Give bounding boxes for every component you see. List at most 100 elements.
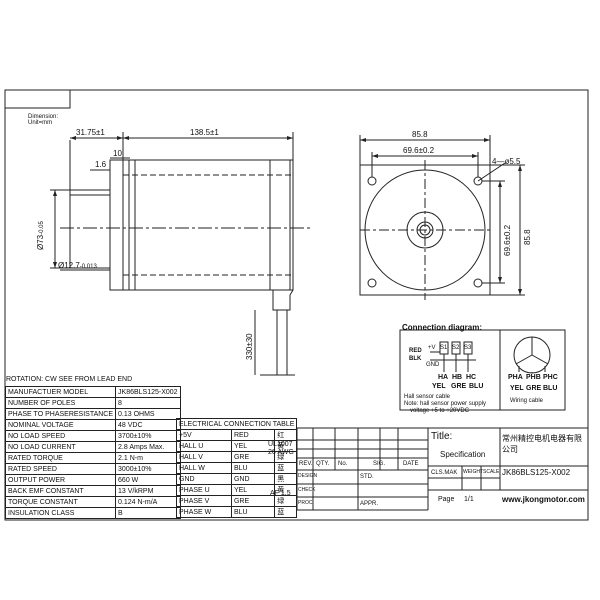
spec-value: 3700±10%: [115, 430, 181, 442]
spec-value: 0.13 OHMS: [115, 408, 181, 420]
title-label: Title:: [431, 431, 453, 442]
spec-value: 13 V/kRPM: [115, 485, 181, 497]
scale-label: SCALE: [483, 469, 500, 475]
std-label: STD.: [360, 474, 374, 480]
spec-value: 2.1 N-m: [115, 452, 181, 464]
phc-label: PHC: [543, 374, 558, 381]
dim-shaft-diameter: Ø73-0.05: [36, 221, 45, 250]
signal-name: PHASE V: [176, 495, 232, 507]
spec-name: NUMBER OF POLES: [4, 397, 117, 409]
spec-name: TORQUE CONSTANT: [4, 496, 117, 508]
spec-value: 2.8 Amps Max.: [115, 441, 181, 453]
dim-mount-holes: 4—ø5.5: [492, 157, 521, 166]
sig-header: SIG.: [373, 461, 386, 467]
spec-value: 660 W: [115, 474, 181, 486]
wire-color-cn: 蓝: [274, 462, 298, 474]
ul-spec-1: UL1007: [268, 441, 293, 448]
signal-name: +5V: [176, 429, 232, 441]
spec-name: BACK EMF CONSTANT: [4, 485, 117, 497]
proc-label: PROC.: [298, 500, 314, 506]
spec-name: RATED TORQUE: [4, 452, 117, 464]
dimension-label: Dimension:: [28, 114, 59, 120]
rotation-note: ROTATION: CW SEE FROM LEAD END: [6, 376, 133, 383]
spec-name: NO LOAD SPEED: [4, 430, 117, 442]
wire-color: BLU: [230, 506, 276, 518]
wire-color: BLU: [230, 462, 276, 474]
spec-name: OUTPUT POWER: [4, 474, 117, 486]
spec-name: RATED SPEED: [4, 463, 117, 475]
spec-value: JK86BLS125-X002: [115, 386, 181, 398]
wire-color-cn: 蓝: [274, 506, 298, 518]
company-name: 常州精控电机电器有限公司: [502, 434, 582, 454]
spec-label: Specification: [440, 450, 486, 459]
wire-color: GRE: [230, 495, 276, 507]
signal-name: PHASE U: [176, 484, 232, 496]
dim-hole-spacing: 69.6±0.2: [403, 146, 435, 155]
pha-label: PHA: [508, 374, 523, 381]
ul-spec-2: 26 AWG: [268, 449, 294, 456]
wire-color: RED: [230, 429, 276, 441]
signal-name: PHASE W: [176, 506, 232, 518]
spec-name: NO LOAD CURRENT: [4, 441, 117, 453]
sensor-s1: S1: [440, 345, 448, 351]
no-header: No.: [338, 461, 348, 467]
wire-color-cn: 红: [274, 429, 298, 441]
signal-name: HALL W: [176, 462, 232, 474]
hb-label: HB: [452, 374, 463, 381]
yel-label: YEL: [432, 383, 446, 390]
blu-label: BLU: [469, 383, 484, 390]
spec-value: 48 VDC: [115, 419, 181, 431]
rev-header: REV.: [299, 461, 313, 467]
dim-key: Ø12.7-0.013: [58, 261, 97, 271]
wire-color-cn: 绿: [274, 495, 298, 507]
wiring-cable-label: Wiring cable: [510, 398, 544, 404]
gnd-label: GND: [426, 362, 440, 368]
hall-note-1: Note: hall sensor power supply: [404, 401, 487, 407]
spec-value: 8: [115, 397, 181, 409]
signal-name: GND: [176, 473, 232, 485]
dim-vertical-spacing: 69.6±0.2: [503, 224, 512, 256]
spec-value: 3000±10%: [115, 463, 181, 475]
unit-label: Unit=mm: [28, 120, 53, 126]
dim-lead-length: 330±30: [245, 333, 254, 360]
phb-label: PHB: [526, 374, 541, 381]
spec-name: INSULATION CLASS: [4, 507, 117, 519]
page-value: 1/1: [464, 496, 474, 503]
spec-name: PHASE TO PHASERESISTANCE: [4, 408, 117, 420]
connection-title: Connection diagram:: [402, 323, 483, 332]
spec-name: MANUFACTUER MODEL: [4, 386, 117, 398]
electrical-title: ELECTRICAL CONNECTION TABLE: [175, 418, 298, 430]
gre2-label: GRE: [526, 385, 542, 392]
date-header: DATE: [403, 461, 419, 467]
signal-name: HALL V: [176, 451, 232, 463]
hall-note-2: voltage +5 to +20VDC: [410, 408, 470, 414]
model-label: JK86BLS125-X002: [502, 468, 571, 477]
spec-name: NOMINAL VOLTAGE: [4, 419, 117, 431]
wire-color-cn: 黑: [274, 473, 298, 485]
plus-v-label: +V: [428, 345, 436, 351]
wire-color: GND: [230, 473, 276, 485]
page-label: Page: [438, 496, 455, 503]
dim-flange-length: 31.75±1: [76, 128, 105, 137]
qty-header: QTY.: [316, 461, 330, 467]
blu2-label: BLU: [543, 385, 558, 392]
signal-name: HALL U: [176, 440, 232, 452]
spec-value: B: [115, 507, 181, 519]
